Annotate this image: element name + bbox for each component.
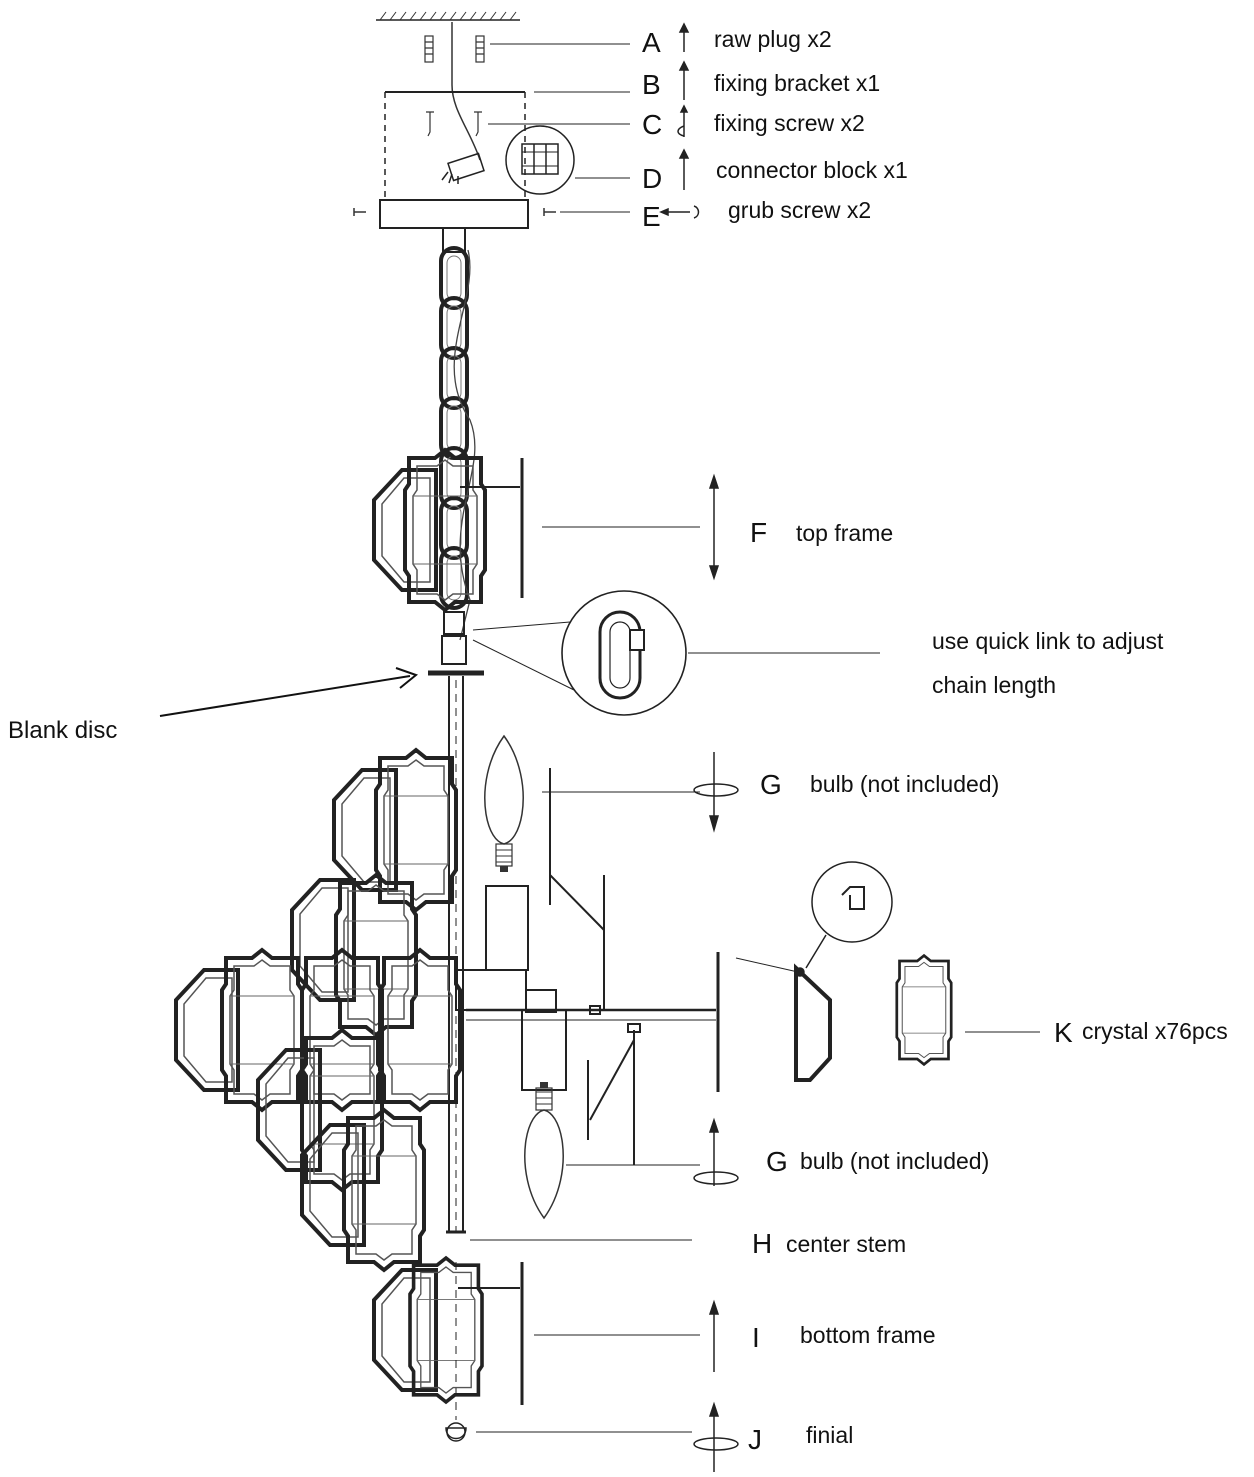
connector-block-drawing — [441, 125, 575, 195]
blank-disc-pointer — [159, 667, 419, 717]
part-letter-e: E — [642, 201, 661, 232]
bottom-frame-drawing — [372, 1256, 524, 1420]
part-label-connector-block: connector block x1 — [716, 157, 908, 183]
part-label-fixing-screw: fixing screw x2 — [714, 110, 865, 136]
part-label-grub-screw: grub screw x2 — [728, 197, 872, 223]
part-letter-c: C — [642, 109, 663, 140]
part-letter-b: B — [642, 69, 661, 100]
part-letter-a: A — [642, 27, 661, 58]
crystal-hook-detail — [735, 861, 893, 977]
leader-lines — [470, 43, 1040, 1433]
arms-and-sockets — [455, 768, 720, 1165]
finial-drawing — [445, 1422, 467, 1442]
part-label-bulb-top: bulb (not included) — [810, 771, 1000, 797]
part-letter-j: J — [748, 1424, 762, 1455]
raw-plug-drawing — [424, 35, 485, 63]
ceiling — [376, 11, 520, 21]
part-letter-k: K — [1054, 1017, 1073, 1048]
canopy — [379, 199, 529, 229]
chain — [439, 227, 476, 665]
part-letter-d: D — [642, 163, 663, 194]
part-letter-f: F — [750, 517, 768, 548]
part-letter-g-bottom: G — [766, 1146, 788, 1177]
part-label-bottom-frame: bottom frame — [800, 1322, 936, 1348]
crystal-cluster — [174, 748, 462, 1272]
bulb-bottom-drawing — [524, 1081, 564, 1219]
fixing-bracket-drawing — [384, 91, 526, 200]
part-letter-i: I — [752, 1322, 760, 1353]
fixing-screw-drawing — [426, 111, 482, 137]
center-stem-drawing — [446, 676, 466, 1234]
part-letter-h: H — [752, 1228, 773, 1259]
part-letter-g-top: G — [760, 769, 782, 800]
part-label-raw-plug: raw plug x2 — [714, 26, 832, 52]
part-label-top-frame: top frame — [796, 520, 894, 546]
supply-wire — [451, 22, 481, 161]
part-label-bulb-bottom: bulb (not included) — [800, 1148, 990, 1174]
part-label-finial: finial — [806, 1422, 854, 1448]
part-label-center-stem: center stem — [786, 1231, 907, 1257]
assembly-arrows — [659, 22, 739, 1472]
crystal-on-arm — [794, 963, 832, 1082]
part-label-fixing-bracket: fixing bracket x1 — [714, 70, 881, 96]
quick-link-note-line1: use quick link to adjust — [932, 628, 1164, 654]
part-label-crystal: crystal x76pcs — [1082, 1018, 1228, 1044]
crystal-part-drawing — [895, 954, 953, 1066]
top-frame-drawing — [372, 448, 524, 612]
grub-screw-drawing — [353, 208, 556, 216]
quick-link-detail — [472, 590, 687, 716]
quick-link-note-line2: chain length — [932, 672, 1057, 698]
blank-disc-label: Blank disc — [8, 717, 118, 744]
bulb-top-drawing — [484, 735, 524, 873]
